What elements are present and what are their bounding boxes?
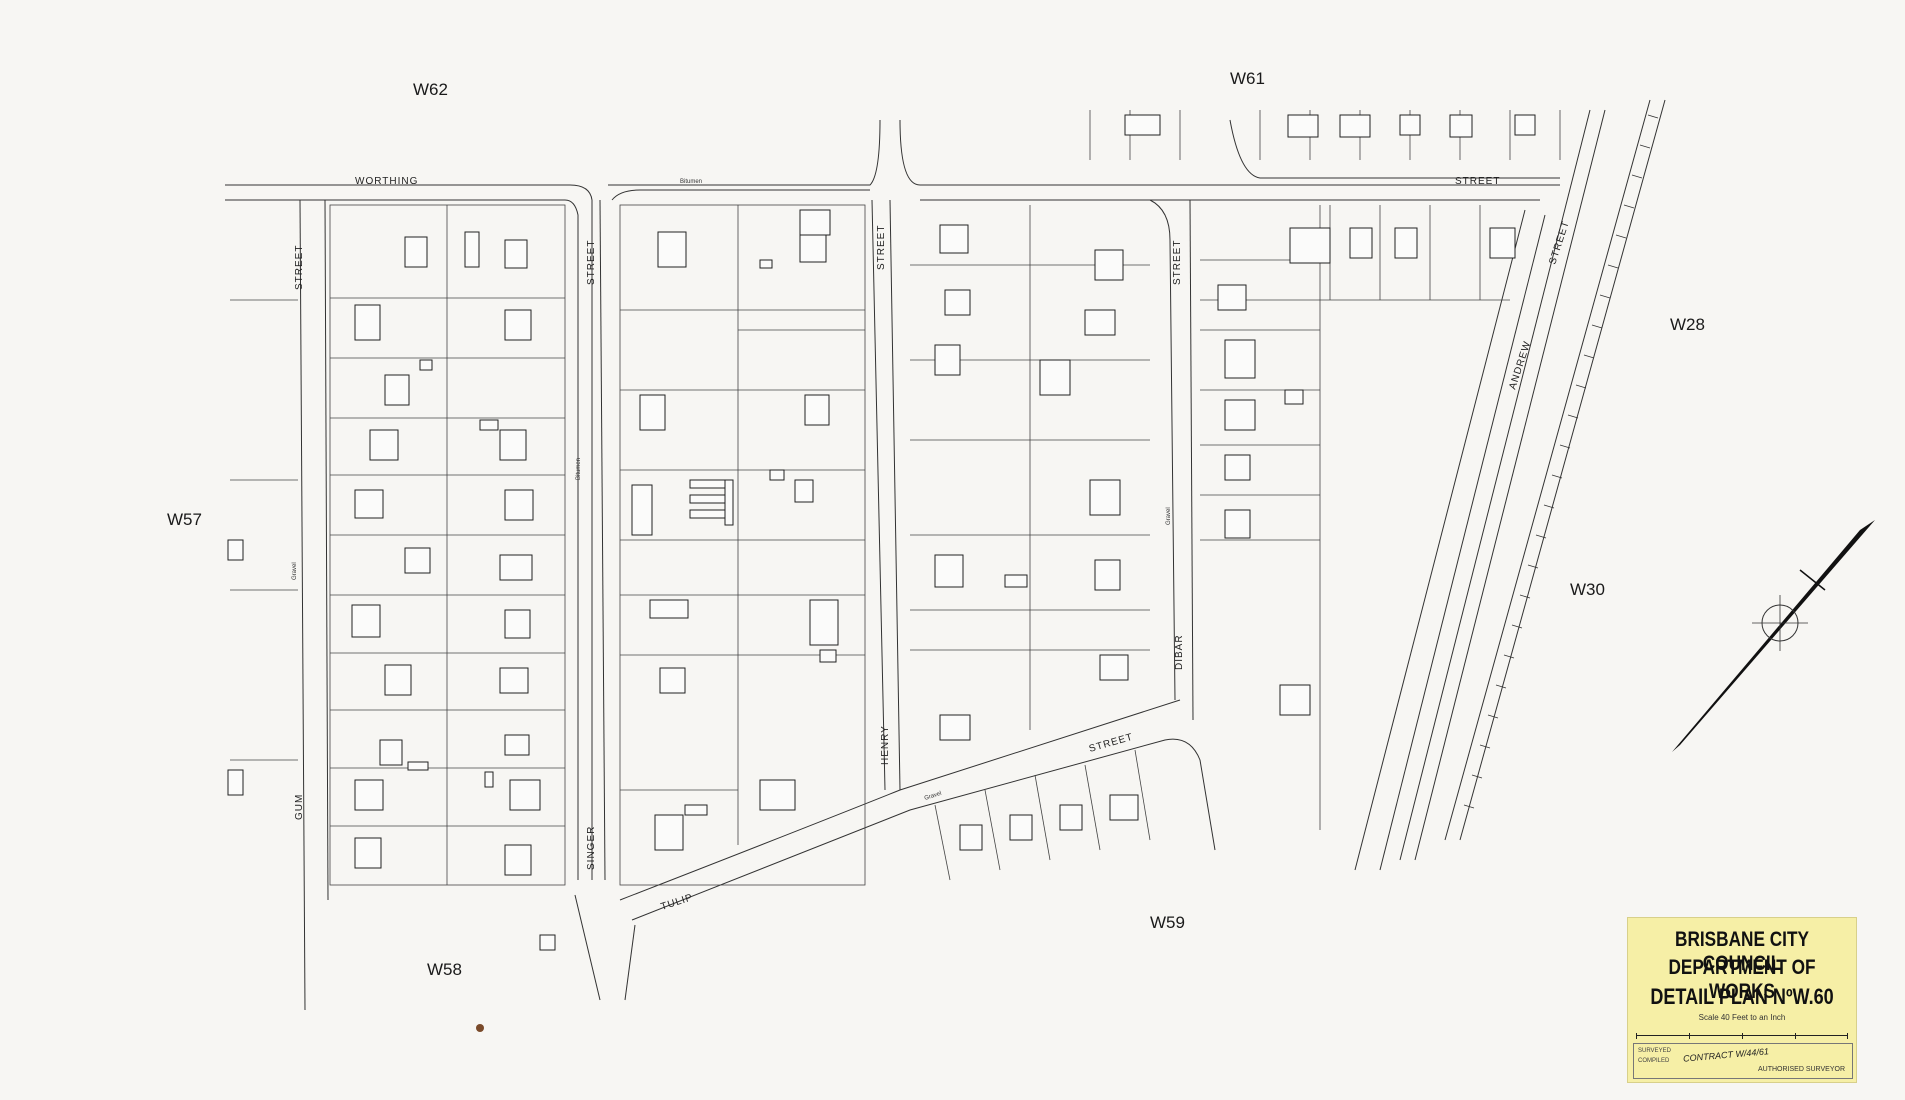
sheet-ref-w57: W57 [167, 510, 202, 529]
railway-ties [1463, 114, 1659, 809]
road-edge [611, 189, 870, 201]
street-name-andrew-street: STREET [1547, 219, 1572, 266]
street-name-worthing: WORTHING [355, 176, 418, 187]
sheet-ref-w59: W59 [1150, 913, 1185, 932]
street-name-henry: HENRY [880, 725, 891, 765]
road-edge [574, 894, 601, 1001]
title-plan-number: DETAIL PLAN NºW.60 [1650, 984, 1834, 1009]
surveyed-label: SURVEYED [1638, 1048, 1671, 1054]
paper-stain [476, 1024, 484, 1032]
surface-note-bitumen: Bitumen [576, 458, 582, 480]
street-name-tulip-street: STREET [1088, 732, 1135, 755]
road-edge [1189, 199, 1194, 721]
authorised-surveyor-label: AUTHORISED SURVEYOR [1758, 1066, 1845, 1073]
road-edge [631, 738, 1216, 921]
sheet-ref-w30: W30 [1570, 580, 1605, 599]
street-name-gum-street: STREET [294, 245, 305, 290]
street-name-gum: GUM [294, 794, 305, 820]
road-edge [1229, 119, 1560, 179]
title-block: BRISBANE CITY COUNCIL DEPARTMENT OF WORK… [1627, 917, 1857, 1083]
scale-note: Scale 40 Feet to an Inch [1698, 1013, 1786, 1022]
surface-note-gravel: Gravel [1166, 507, 1172, 525]
rail-line [1399, 109, 1591, 861]
road-edge [624, 924, 636, 1001]
surface-note-gravel: Gravel [292, 562, 298, 580]
north-arrow-icon [1672, 520, 1875, 752]
buildings [227, 114, 1536, 951]
street-name-dibar-street: STREET [1172, 240, 1183, 285]
signature-box [1633, 1043, 1853, 1079]
road-edge [299, 199, 306, 1011]
title-department: DEPARTMENT OF WORKS [1668, 956, 1816, 1003]
rail-line [1444, 99, 1651, 841]
street-name-singer-street: STREET [586, 240, 597, 285]
title-council: BRISBANE CITY COUNCIL [1675, 928, 1809, 975]
street-name-henry-street: STREET [876, 225, 887, 270]
road-edge [871, 199, 886, 791]
road-edge [619, 699, 1181, 901]
sheet-ref-w62: W62 [413, 80, 448, 99]
street-name-tulip: TULIP [660, 892, 695, 913]
sheet-ref-w61: W61 [1230, 69, 1265, 88]
road-edge [599, 199, 606, 881]
surface-note-gravel: Gravel [924, 791, 943, 802]
surface-note-bitumen: Bitumen [680, 179, 702, 185]
road-edge [1379, 214, 1546, 871]
road-edge [225, 199, 579, 880]
rail-line [1414, 109, 1606, 861]
street-name-dibar: DIBAR [1174, 634, 1185, 670]
road-edge [324, 199, 329, 901]
scale-bar [1636, 1033, 1848, 1044]
rail-line [1459, 99, 1666, 841]
street-name-singer: SINGER [586, 826, 597, 870]
street-name-worthing-street: STREET [1455, 176, 1500, 187]
sheet-ref-w58: W58 [427, 960, 462, 979]
road-edge [899, 119, 1560, 186]
road-edge [1354, 209, 1526, 871]
compiled-label: COMPILED [1638, 1058, 1670, 1064]
road-edge [889, 199, 901, 791]
road-edge [608, 119, 881, 186]
road-edge [225, 184, 593, 880]
sheet-ref-w28: W28 [1670, 315, 1705, 334]
road-edge [1149, 199, 1176, 701]
